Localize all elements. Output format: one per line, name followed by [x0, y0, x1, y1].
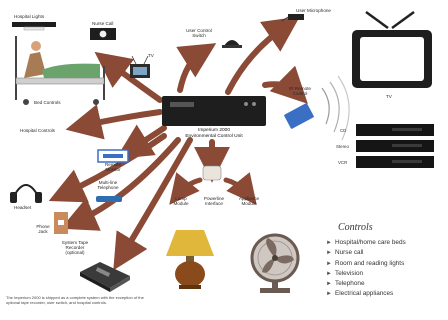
ir-remote-label: IR Remote Control — [289, 86, 311, 97]
user-microphone-label: User Microphone — [296, 8, 331, 13]
arrow-to-ir-remote — [262, 65, 308, 104]
arrow-to-lamp-module — [169, 172, 203, 205]
bullet-arrow-icon: ► — [326, 250, 332, 257]
powerline-interface-label: Powerline Interface — [203, 196, 225, 207]
fan-illustration — [250, 233, 300, 293]
headset-label: Headset — [14, 205, 32, 210]
bullet-arrow-icon: ► — [326, 260, 332, 267]
tape-recorder-label: System Tape Recorder (optional) — [61, 240, 89, 256]
remote-monitor-label: Remote Monitor — [104, 162, 122, 173]
multiline-telephone-device — [96, 196, 122, 202]
bullet-arrow-icon: ► — [326, 291, 332, 298]
arrow-to-remote-monitor — [115, 124, 167, 159]
large-tv — [352, 10, 432, 88]
controls-list-item: ►Electrical appliances — [326, 289, 406, 299]
controls-list-item: ►Hospital/home care beds — [326, 238, 406, 248]
controls-item-text: Electrical appliances — [335, 290, 394, 298]
controls-item-text: Telephone — [335, 280, 365, 288]
lamp-illustration — [166, 230, 214, 289]
hospital-controls-label: Hospital Controls — [20, 128, 55, 133]
controls-list-item: ►Television — [326, 269, 406, 279]
connection-arrows — [48, 16, 308, 271]
controls-item-text: Nurse call — [335, 249, 364, 257]
av-label-vcr: VCR — [338, 160, 348, 165]
powerline-arrows — [169, 172, 257, 205]
av-label-stereo: Stereo — [336, 144, 349, 149]
controls-list-item: ►Room and reading lights — [326, 259, 406, 269]
imperium-control-unit — [162, 96, 266, 126]
footnote: The Imperium 2000 is shipped as a comple… — [6, 295, 144, 305]
tv-label: TV — [148, 53, 154, 58]
multiline-telephone-label: Multi-line Telephone — [97, 180, 119, 191]
arrow-to-microphone — [225, 16, 300, 95]
phone-jack-label: Phone Jack — [36, 224, 50, 235]
powerline-interface-device — [202, 165, 222, 181]
bullet-arrow-icon: ► — [326, 281, 332, 288]
controls-list-item: ►Telephone — [326, 279, 406, 289]
bullet-arrow-icon: ► — [326, 240, 332, 246]
user-microphone-device — [281, 14, 304, 22]
controls-item-text: Room and reading lights — [335, 259, 405, 267]
controls-title: Controls — [338, 222, 373, 233]
ir-remote-device — [284, 75, 350, 141]
arrow-to-tape-recorder — [113, 137, 193, 271]
av-equipment-stack — [356, 124, 434, 168]
hospital-lights-label: Hospital Lights — [14, 14, 45, 19]
hub-subtitle: Environmental Control Unit — [185, 134, 243, 139]
nurse-call-device — [90, 28, 116, 40]
large-tv-label: TV — [386, 94, 392, 99]
controls-list-item: ►Nurse call — [326, 248, 406, 258]
nurse-call-label: Nurse Call — [92, 21, 114, 26]
controls-item-text: Hospital/home care beds — [335, 239, 406, 246]
arrow-to-hospital-controls — [65, 104, 163, 140]
arrow-to-headset — [48, 133, 167, 203]
bullet-arrow-icon: ► — [326, 270, 332, 277]
arrow-to-bed — [94, 51, 163, 103]
user-control-switch-label: User Control Switch — [186, 28, 212, 39]
hospital-bed-illustration — [12, 22, 105, 105]
tape-recorder-device — [80, 262, 130, 292]
arrow-to-user-switch — [176, 43, 217, 93]
av-label-cd: CD — [340, 128, 347, 133]
lamp-module-label: Lamp Module — [173, 196, 189, 207]
controls-list: ►Hospital/home care beds ►Nurse call ►Ro… — [326, 238, 406, 300]
bed-controls-label: Bed Controls — [34, 100, 61, 105]
hub-title: Imperium 2000 — [198, 128, 230, 133]
headset-device — [10, 184, 42, 203]
small-tv — [130, 55, 150, 78]
arrow-to-phone-jack — [60, 137, 181, 231]
user-control-switch-device — [222, 40, 242, 48]
appliance-module-label: Appliance Module — [238, 196, 260, 207]
remote-monitor-device — [97, 149, 129, 163]
phone-jack-device — [54, 212, 68, 234]
arrow-to-appliance-module — [223, 172, 257, 205]
controls-item-text: Television — [335, 269, 364, 277]
